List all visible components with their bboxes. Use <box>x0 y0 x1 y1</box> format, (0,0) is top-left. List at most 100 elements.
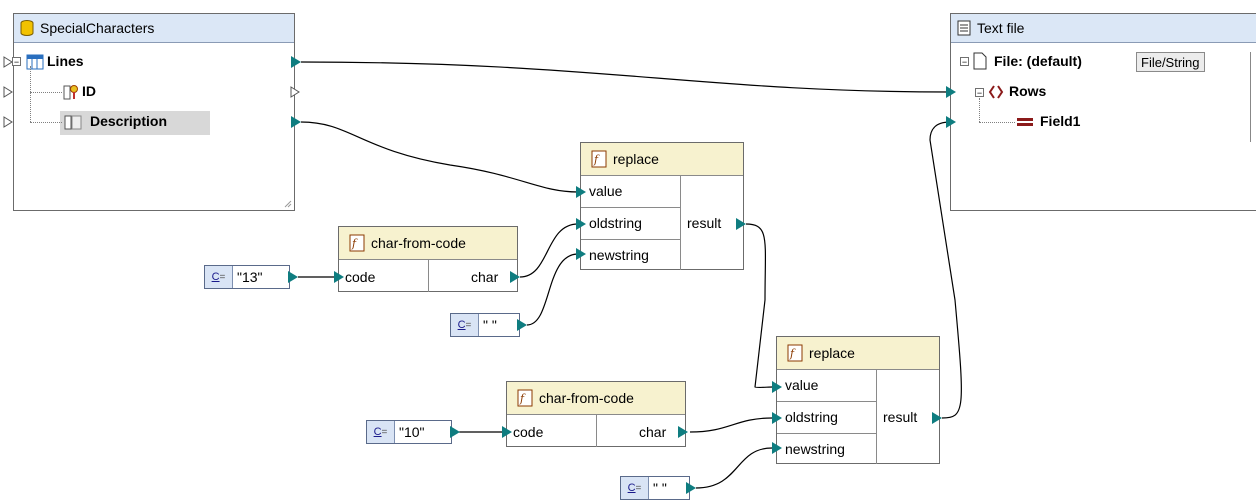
replace-1-result-connector[interactable] <box>736 218 746 230</box>
char-from-code-1-input-code[interactable]: code <box>345 269 376 285</box>
replace-1-value-connector[interactable] <box>576 186 586 198</box>
target-component-header[interactable]: Text file <box>951 14 1256 43</box>
constant-space-1[interactable]: C= " " <box>450 313 520 337</box>
char-from-code-1-output-char[interactable]: char <box>471 269 499 285</box>
input-connector-lines[interactable] <box>3 56 13 68</box>
replace-function-1[interactable]: f replace value oldstring newstring resu… <box>580 142 744 270</box>
braces-icon <box>988 85 1004 99</box>
wire-char2-oldstring <box>689 417 773 433</box>
source-item-description-row[interactable] <box>60 111 210 135</box>
replace-1-newstring-connector[interactable] <box>576 248 586 260</box>
constant-10-connector[interactable] <box>450 426 460 438</box>
replace-1-input-value[interactable]: value <box>589 183 623 199</box>
replace-2-newstring-connector[interactable] <box>772 442 782 454</box>
equals-icon <box>1017 118 1033 126</box>
char-from-code-function-2[interactable]: f char-from-code code char <box>506 381 686 447</box>
constant-space-2[interactable]: C= " " <box>620 476 690 500</box>
key-field-icon <box>63 85 78 100</box>
constant-space-2-connector[interactable] <box>686 482 696 494</box>
replace-function-1-header[interactable]: f replace <box>581 143 743 176</box>
replace-1-oldstring-connector[interactable] <box>576 218 586 230</box>
file-string-button-label: File/String <box>1141 54 1200 70</box>
svg-text:f: f <box>519 392 526 405</box>
source-item-id[interactable]: ID <box>82 83 96 99</box>
field-icon <box>64 115 82 130</box>
replace-2-value-connector[interactable] <box>772 381 782 393</box>
replace-1-input-newstring[interactable]: newstring <box>589 247 649 263</box>
file-icon <box>973 52 987 70</box>
char-from-code-2-output-char[interactable]: char <box>639 424 667 440</box>
replace-function-2-header[interactable]: f replace <box>777 337 939 370</box>
replace-2-input-value[interactable]: value <box>785 377 819 393</box>
target-scroll-edge <box>1250 52 1256 142</box>
constant-space-1-value[interactable]: " " <box>483 317 497 333</box>
function-icon: f <box>787 344 803 362</box>
svg-text:f: f <box>593 153 600 166</box>
char-from-code-function-1[interactable]: f char-from-code code char <box>338 226 518 292</box>
char-from-code-2-title: char-from-code <box>539 390 634 406</box>
constant-icon: C= <box>451 314 479 336</box>
target-component[interactable]: Text file <box>950 13 1256 211</box>
replace-2-result-connector[interactable] <box>932 412 942 424</box>
replace-function-1-title: replace <box>613 151 659 167</box>
constant-space-2-value[interactable]: " " <box>653 480 667 496</box>
constant-icon: C= <box>205 266 233 288</box>
char-from-code-1-code-connector[interactable] <box>334 271 344 283</box>
constant-10[interactable]: C= "10" <box>366 420 452 444</box>
function-icon: f <box>349 234 365 252</box>
collapse-file-icon[interactable]: − <box>960 57 969 67</box>
collapse-rows-icon[interactable]: − <box>975 88 984 98</box>
char-from-code-1-header[interactable]: f char-from-code <box>339 227 517 260</box>
wire-desc-value <box>300 121 579 193</box>
table-icon <box>26 54 44 70</box>
replace-1-input-oldstring[interactable]: oldstring <box>589 215 642 231</box>
function-icon: f <box>591 150 607 168</box>
input-connector-field1[interactable] <box>946 116 956 128</box>
constant-13-connector[interactable] <box>288 271 298 283</box>
constant-icon: C= <box>367 421 395 443</box>
target-title: Text file <box>977 20 1025 36</box>
source-item-description[interactable]: Description <box>90 113 168 129</box>
output-connector-description[interactable] <box>291 116 301 128</box>
char-from-code-2-char-connector[interactable] <box>678 426 688 438</box>
constant-space-1-connector[interactable] <box>517 319 527 331</box>
wire-result2-field1 <box>929 121 962 419</box>
wire-lines-rows <box>300 61 951 93</box>
replace-function-2[interactable]: f replace value oldstring newstring resu… <box>776 336 940 464</box>
char-from-code-1-char-connector[interactable] <box>510 271 520 283</box>
input-connector-id[interactable] <box>3 86 13 98</box>
file-string-button[interactable]: File/String <box>1136 52 1205 72</box>
resize-grip-icon[interactable] <box>284 200 292 208</box>
output-connector-lines[interactable] <box>291 56 301 68</box>
text-file-icon <box>957 20 971 36</box>
replace-2-output-result[interactable]: result <box>883 409 918 425</box>
wire-char1-oldstring <box>519 223 579 278</box>
svg-text:f: f <box>789 347 796 360</box>
target-item-field1[interactable]: Field1 <box>1040 113 1081 129</box>
replace-2-input-oldstring[interactable]: oldstring <box>785 409 838 425</box>
source-item-lines[interactable]: Lines <box>47 53 84 69</box>
constant-10-value[interactable]: "10" <box>399 424 425 440</box>
database-icon <box>20 20 34 36</box>
replace-2-oldstring-connector[interactable] <box>772 412 782 424</box>
input-connector-description[interactable] <box>3 116 13 128</box>
char-from-code-1-title: char-from-code <box>371 235 466 251</box>
replace-1-output-result[interactable]: result <box>687 215 722 231</box>
constant-13-value[interactable]: "13" <box>237 269 263 285</box>
svg-text:f: f <box>351 237 358 250</box>
source-component-header[interactable]: SpecialCharacters <box>14 14 294 43</box>
char-from-code-2-header[interactable]: f char-from-code <box>507 382 685 415</box>
target-item-rows[interactable]: Rows <box>1009 83 1047 99</box>
constant-icon: C= <box>621 477 649 499</box>
char-from-code-2-code-connector[interactable] <box>502 426 512 438</box>
source-title: SpecialCharacters <box>40 20 155 36</box>
replace-2-input-newstring[interactable]: newstring <box>785 441 845 457</box>
collapse-lines-icon[interactable]: − <box>12 57 21 67</box>
target-file-label: File: (default) <box>994 53 1082 69</box>
wire-space1-newstring <box>526 253 579 326</box>
char-from-code-2-input-code[interactable]: code <box>513 424 544 440</box>
input-connector-rows[interactable] <box>946 86 956 98</box>
output-connector-id[interactable] <box>290 86 300 98</box>
constant-13[interactable]: C= "13" <box>204 265 290 289</box>
replace-function-2-title: replace <box>809 345 855 361</box>
